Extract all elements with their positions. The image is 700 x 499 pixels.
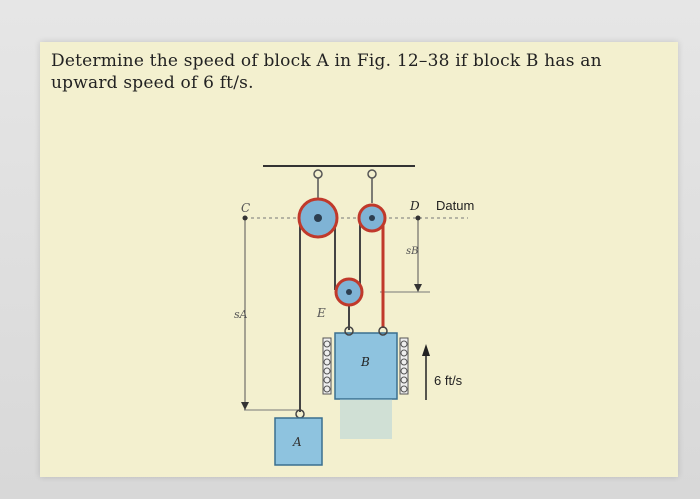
- rollers-left: [322, 337, 332, 395]
- label-sA: sA: [234, 308, 248, 321]
- hanger-left: [313, 169, 323, 179]
- block-B: [334, 332, 398, 400]
- label-sB: sB: [406, 246, 418, 257]
- hanger-right: [367, 169, 377, 179]
- label-speed: 6 ft/s: [434, 373, 463, 388]
- label-C: C: [241, 201, 250, 215]
- label-B: B: [360, 355, 370, 369]
- problem-statement: Determine the speed of block A in Fig. 1…: [51, 51, 602, 93]
- motion-blur: [340, 399, 392, 439]
- label-D: D: [409, 199, 420, 213]
- label-A: A: [292, 435, 302, 449]
- label-datum: Datum: [436, 198, 474, 213]
- rollers-right: [399, 337, 409, 395]
- block-A: [274, 417, 323, 466]
- label-E: E: [316, 306, 326, 320]
